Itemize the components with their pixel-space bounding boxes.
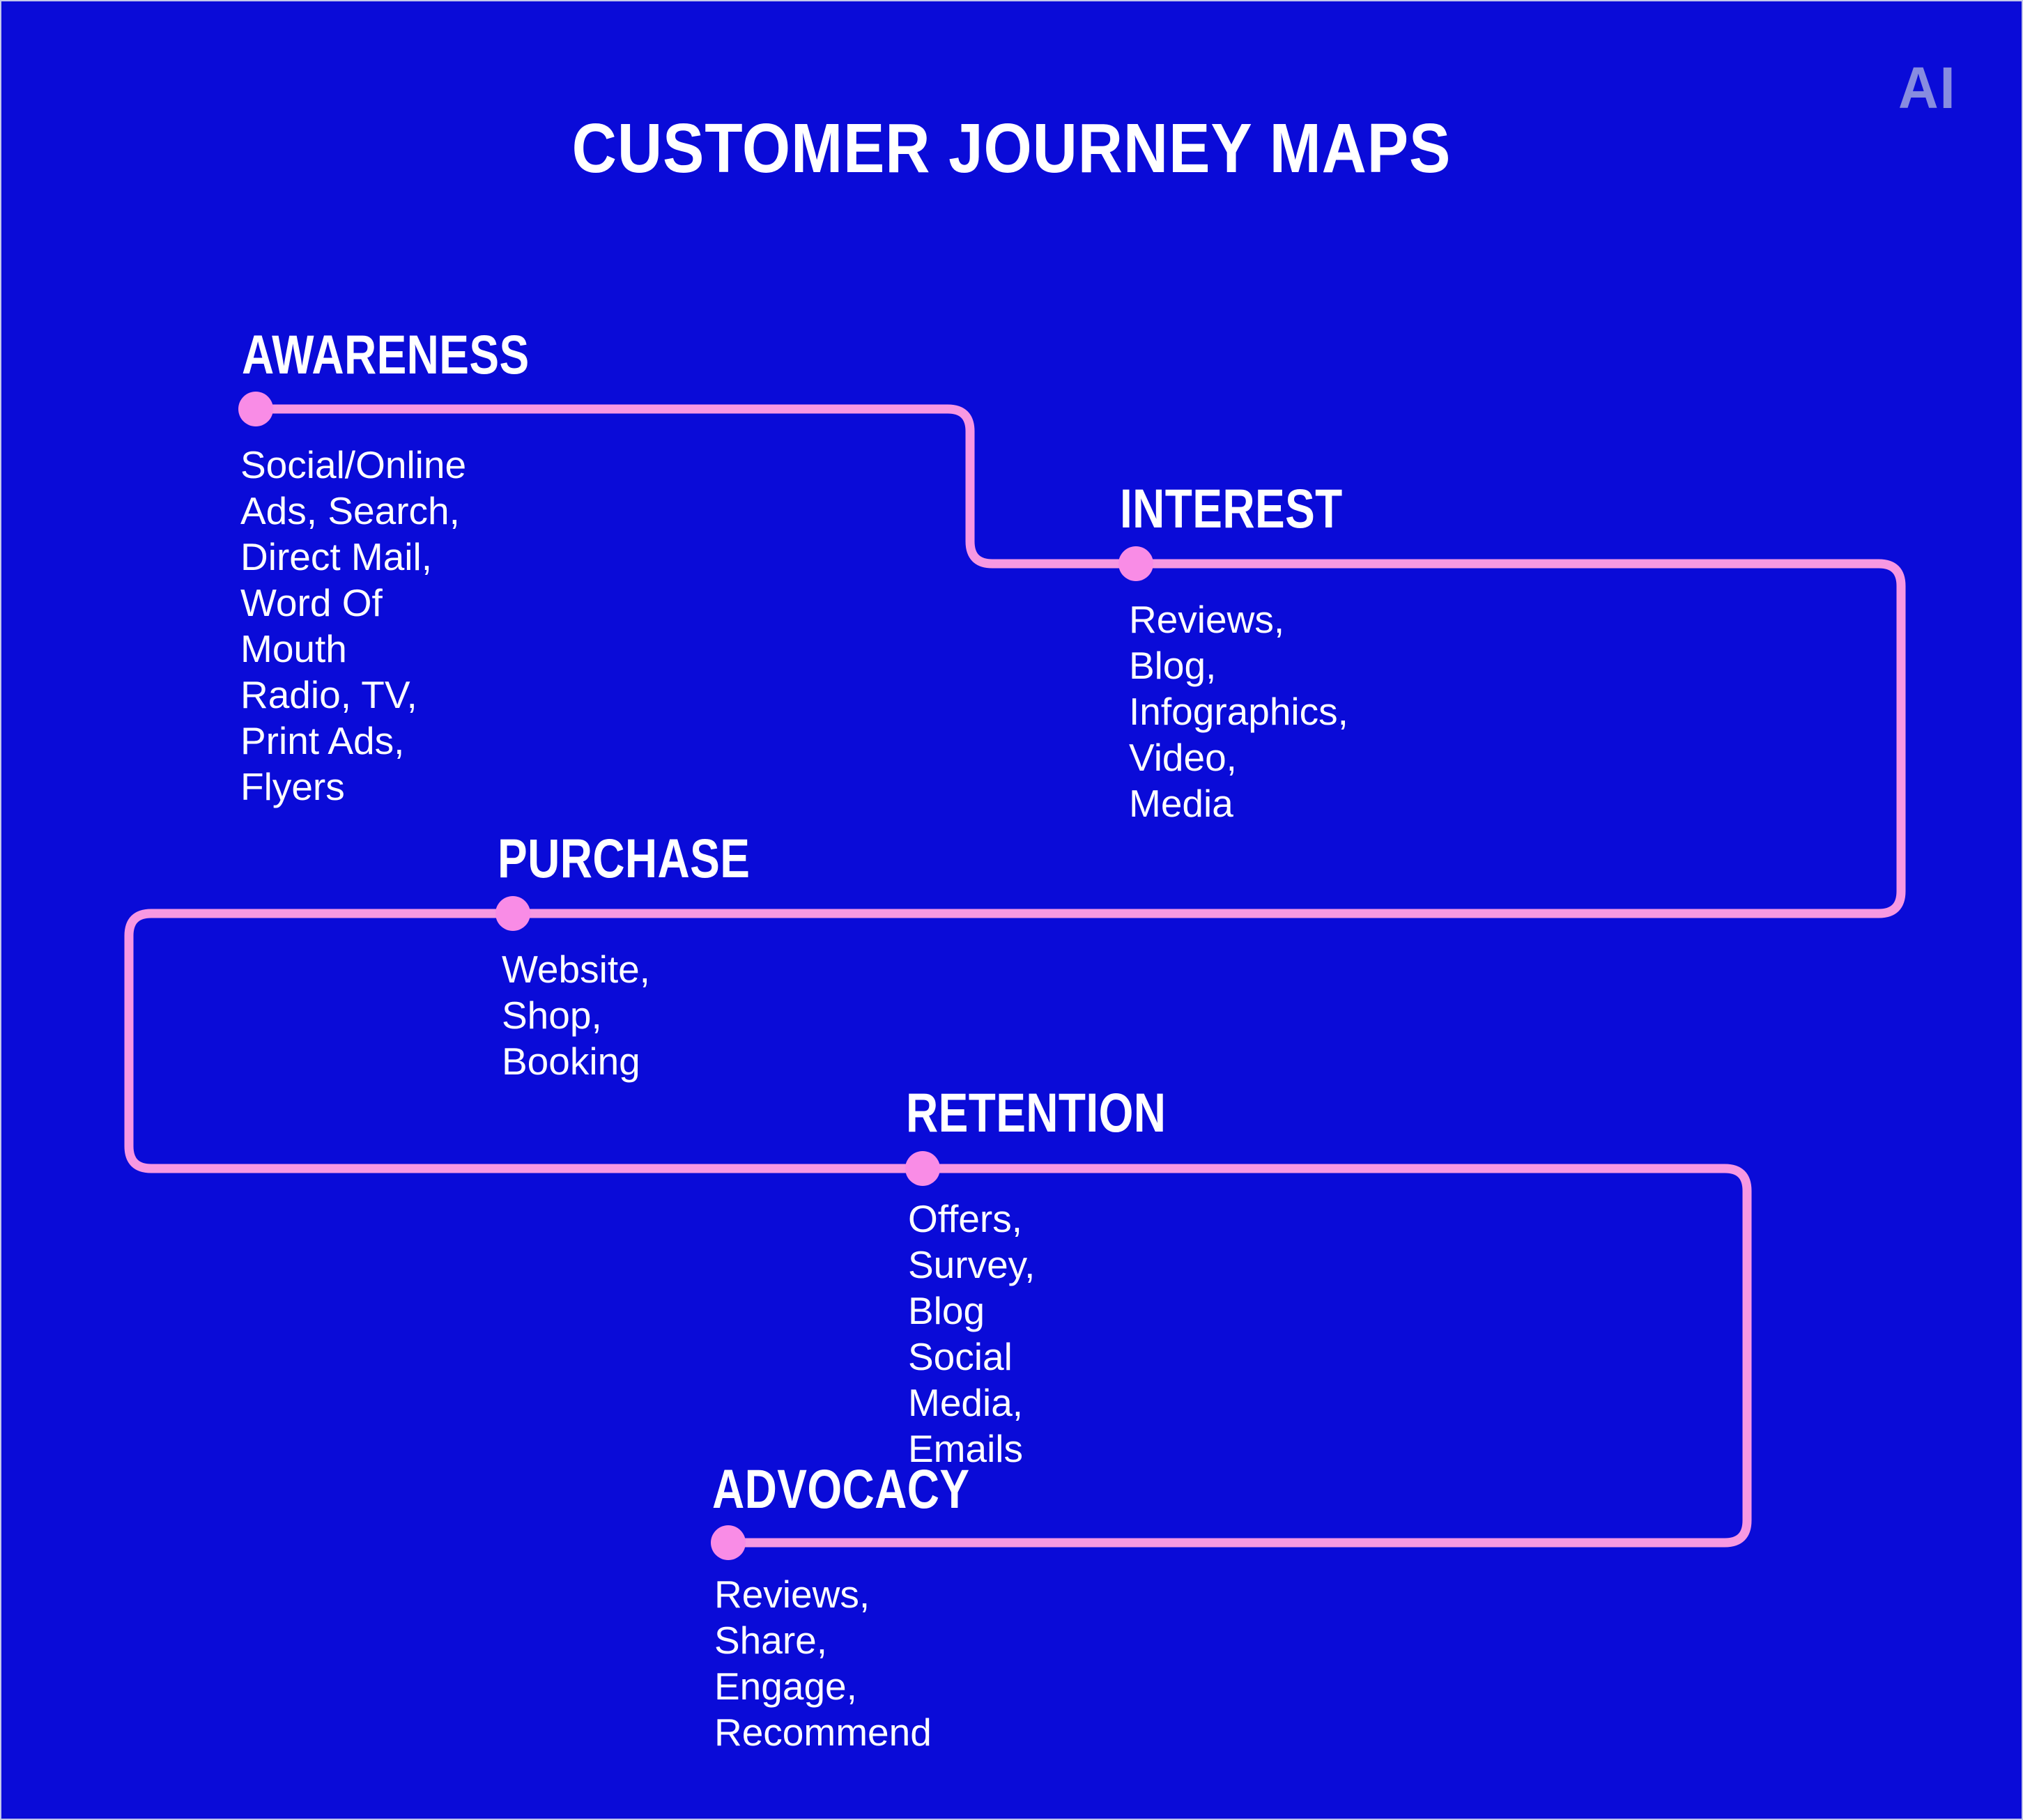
journey-dot-interest	[1118, 546, 1153, 581]
journey-dot-retention	[905, 1151, 940, 1186]
stage-advocacy-label: ADVOCACY	[712, 1458, 970, 1520]
journey-line	[124, 404, 1906, 1548]
stage-interest-channels: Reviews, Blog, Infographics, Video, Medi…	[1129, 598, 1348, 825]
stage-retention-label: RETENTION	[906, 1081, 1167, 1143]
stage-awareness-channels: Social/Online Ads, Search, Direct Mail, …	[240, 443, 467, 808]
stage-awareness-label: AWARENESS	[242, 323, 530, 385]
journey-dot-advocacy	[711, 1525, 746, 1560]
journey-dot-awareness	[238, 392, 273, 426]
stage-retention-channels: Offers, Survey, Blog Social Media, Email…	[908, 1197, 1036, 1470]
stage-purchase-channels: Website, Shop, Booking	[502, 948, 650, 1083]
ai-logo: AI	[1898, 55, 1957, 121]
stage-purchase-label: PURCHASE	[498, 827, 751, 889]
journey-dot-purchase	[495, 896, 530, 931]
page-title: CUSTOMER JOURNEY MAPS	[571, 109, 1452, 187]
stage-interest-label: INTEREST	[1120, 477, 1343, 539]
stage-advocacy-channels: Reviews, Share, Engage, Recommend	[714, 1573, 932, 1754]
